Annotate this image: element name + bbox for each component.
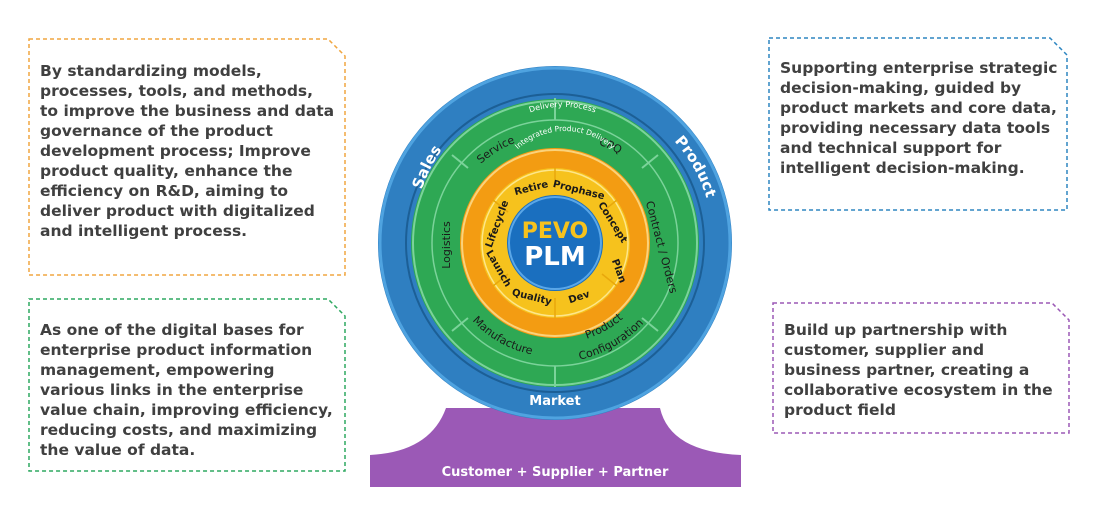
label-product-market-strategy: Product Market Strategy: [511, 26, 624, 47]
box-bottom-right-text: Build up partnership with customer, supp…: [784, 321, 1053, 419]
box-top-right-text: Supporting enterprise strategic decision…: [780, 59, 1058, 177]
box-top-left-frame: [28, 38, 346, 276]
box-top-right: Supporting enterprise strategic decision…: [768, 37, 1068, 211]
box-top-left-text: By standardizing models, processes, tool…: [40, 62, 335, 240]
core-line2: PLM: [524, 242, 586, 272]
base-label: Customer + Supplier + Partner: [442, 465, 669, 480]
box-top-left: By standardizing models, processes, tool…: [28, 38, 346, 276]
box-bottom-left-text: As one of the digital bases for enterpri…: [40, 321, 333, 459]
box-bottom-left-frame: [28, 298, 346, 472]
label-market: Market: [529, 394, 580, 409]
box-top-right-frame: [768, 37, 1068, 211]
box-bottom-left: As one of the digital bases for enterpri…: [28, 298, 346, 472]
core-circle: [507, 195, 603, 291]
box-bottom-right-frame: [772, 302, 1070, 434]
svg-text:Product Market Strategy: Product Market Strategy: [511, 26, 624, 47]
base-pedestal: [370, 408, 741, 487]
core-line1: PEVO: [522, 219, 589, 244]
label-logistics: Logistics: [440, 221, 453, 269]
box-bottom-right: Build up partnership with customer, supp…: [772, 302, 1070, 434]
